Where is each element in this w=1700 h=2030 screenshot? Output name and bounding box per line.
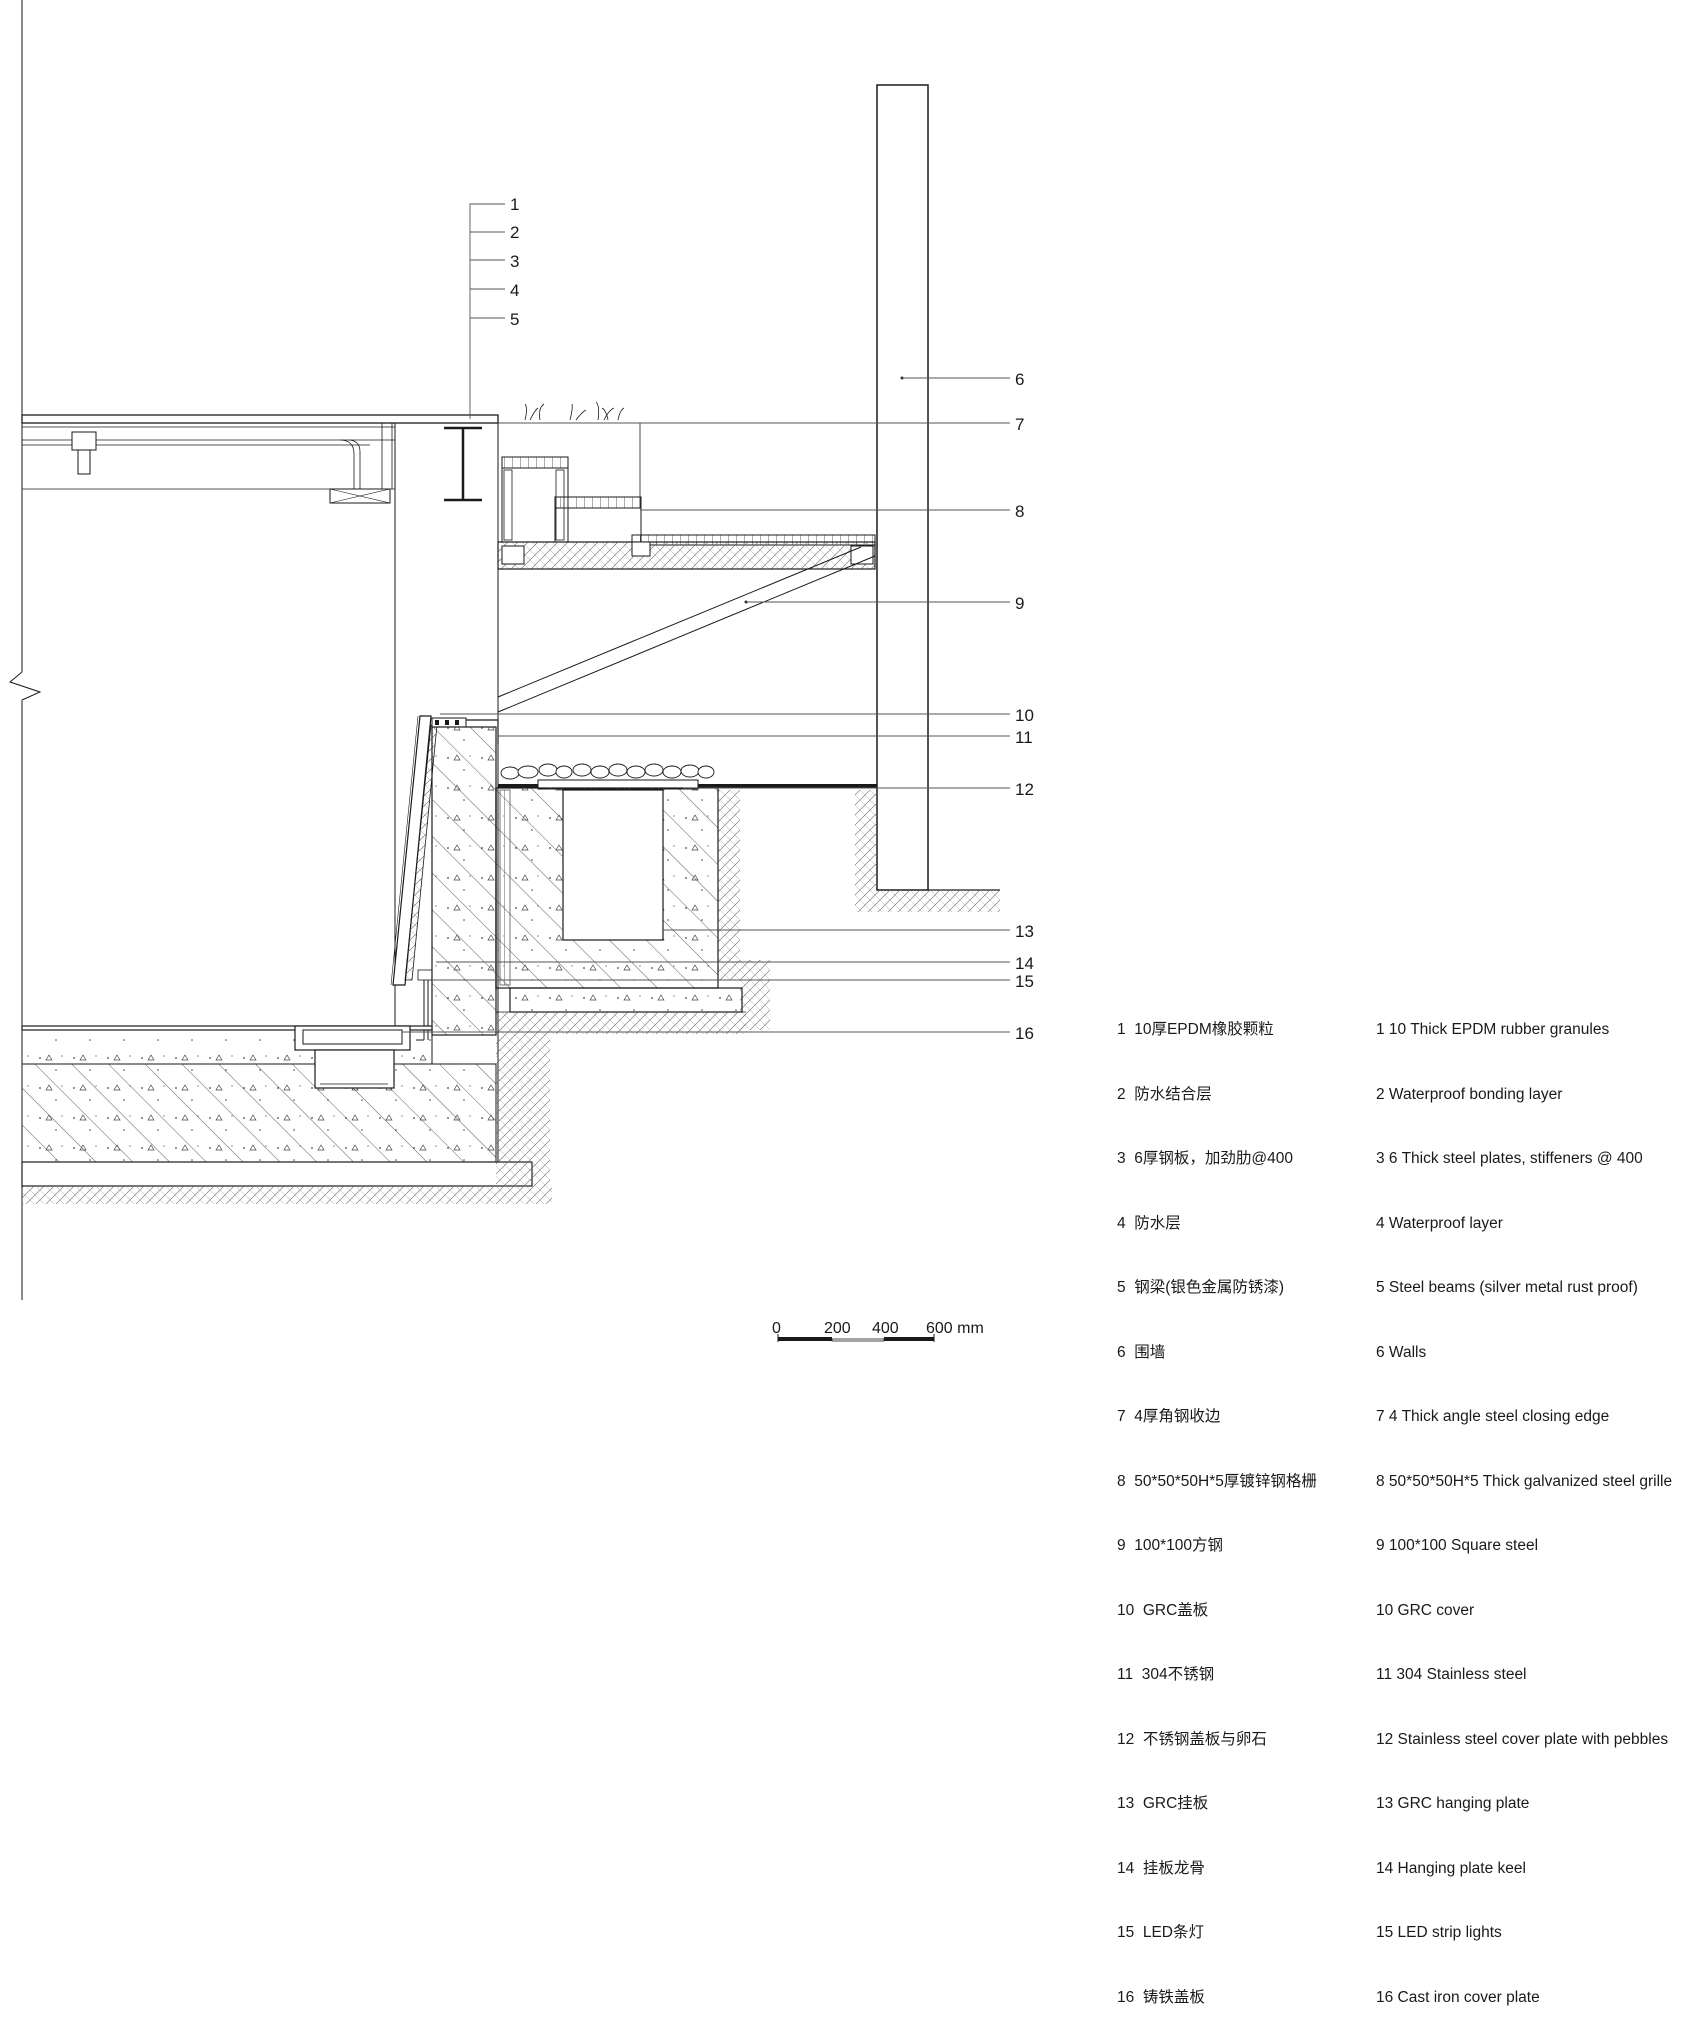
callout-numbers: 1 2 3 4 5 6 7 8 9 10 11 12 13 14 15 16 [510, 195, 1034, 1043]
steel-grille [501, 456, 876, 546]
legend-cn-item: 14 挂板龙骨 [1117, 1859, 1205, 1877]
trench-base [496, 987, 746, 1034]
callout-4: 4 [510, 281, 519, 300]
legend-cn-item: 8 50*50*50H*5厚镀锌钢格栅 [1117, 1472, 1317, 1490]
callout-3: 3 [510, 252, 519, 271]
steel-beam [444, 426, 482, 502]
callout-6: 6 [1015, 370, 1024, 389]
legend-cn-item: 7 4厚角钢收边 [1117, 1408, 1221, 1425]
pebble-trench [495, 763, 719, 990]
scale-label-600mm: 600 mm [926, 1320, 984, 1337]
callout-16: 16 [1015, 1024, 1034, 1043]
callout-12: 12 [1015, 780, 1034, 799]
diagonal-brace [497, 546, 876, 713]
callout-13: 13 [1015, 922, 1034, 941]
legend-cn-item: 4 防水层 [1117, 1214, 1181, 1232]
legend-en-item: 9 100*100 Square steel [1376, 1537, 1539, 1554]
legend-cn-item: 1 10厚EPDM橡胶颗粒 [1117, 1021, 1274, 1038]
legend-en-item: 4 Waterproof layer [1376, 1214, 1503, 1232]
legend-en-item: 15 LED strip lights [1376, 1924, 1502, 1941]
callout-7: 7 [1015, 415, 1024, 434]
legend-english: 1 10 Thick EPDM rubber granules 2 Waterp… [1376, 976, 1672, 2030]
legend-cn-item: 16 铸铁盖板 [1117, 1988, 1205, 2006]
legend-en-item: 1 10 Thick EPDM rubber granules [1376, 1021, 1610, 1038]
scale-bar [777, 1334, 935, 1342]
legend-cn-item: 12 不锈钢盖板与卵石 [1117, 1730, 1267, 1748]
callout-9: 9 [1015, 594, 1024, 613]
scale-label-0: 0 [772, 1320, 781, 1337]
callout-14: 14 [1015, 954, 1034, 973]
callout-leaders [402, 203, 1010, 1033]
callout-11: 11 [1015, 728, 1033, 747]
legend-cn-item: 3 6厚钢板，加劲肋@400 [1117, 1150, 1293, 1167]
callout-1: 1 [510, 195, 519, 214]
callout-15: 15 [1015, 972, 1034, 991]
callout-2: 2 [510, 223, 519, 242]
section-drawing: 1 2 3 4 5 6 7 8 9 10 11 12 13 14 15 16 [8, 0, 1034, 1342]
legend-en-item: 8 50*50*50H*5 Thick galvanized steel gri… [1376, 1472, 1673, 1490]
perimeter-wall [876, 84, 929, 891]
legend-cn-item: 15 LED条灯 [1117, 1924, 1205, 1941]
legend-cn-item: 11 304不锈钢 [1117, 1666, 1215, 1683]
legend-en-item: 10 GRC cover [1376, 1601, 1475, 1619]
legend-en-item: 3 6 Thick steel plates, stiffeners @ 400 [1376, 1150, 1643, 1167]
legend-cn-item: 10 GRC盖板 [1117, 1601, 1209, 1619]
legend-en-item: 13 GRC hanging plate [1376, 1795, 1530, 1812]
legend-en-item: 5 Steel beams (silver metal rust proof) [1376, 1279, 1638, 1296]
legend-cn-item: 13 GRC挂板 [1117, 1795, 1209, 1812]
legend-en-item: 2 Waterproof bonding layer [1376, 1085, 1563, 1103]
legend-chinese: 1 10厚EPDM橡胶颗粒 2 防水结合层 3 6厚钢板，加劲肋@400 4 防… [1117, 976, 1317, 2030]
legend-cn-item: 9 100*100方钢 [1117, 1537, 1223, 1554]
legend-en-item: 11 304 Stainless steel [1376, 1666, 1527, 1683]
legend-cn-item: 6 围墙 [1117, 1343, 1166, 1361]
drain [294, 1025, 411, 1089]
top-deck [21, 414, 499, 504]
legend-cn-item: 2 防水结合层 [1117, 1085, 1212, 1103]
scale-label-200: 200 [824, 1320, 851, 1337]
planter [498, 401, 641, 508]
retaining-wall [431, 726, 497, 1036]
legend-en-item: 12 Stainless steel cover plate with pebb… [1376, 1730, 1669, 1748]
lower-slab [21, 1025, 552, 1204]
ground-right [718, 784, 1000, 1030]
callout-5: 5 [510, 310, 519, 329]
legend-en-item: 14 Hanging plate keel [1376, 1859, 1526, 1877]
grc-cladding [390, 715, 438, 1041]
legend-cn-item: 5 钢梁(银色金属防锈漆) [1117, 1279, 1285, 1296]
callout-10: 10 [1015, 706, 1034, 725]
legend-en-item: 7 4 Thick angle steel closing edge [1376, 1408, 1610, 1425]
legend-en-item: 6 Walls [1376, 1343, 1427, 1361]
scale-label-400: 400 [872, 1320, 899, 1337]
legend-en-item: 16 Cast iron cover plate [1376, 1988, 1540, 2006]
callout-8: 8 [1015, 502, 1024, 521]
